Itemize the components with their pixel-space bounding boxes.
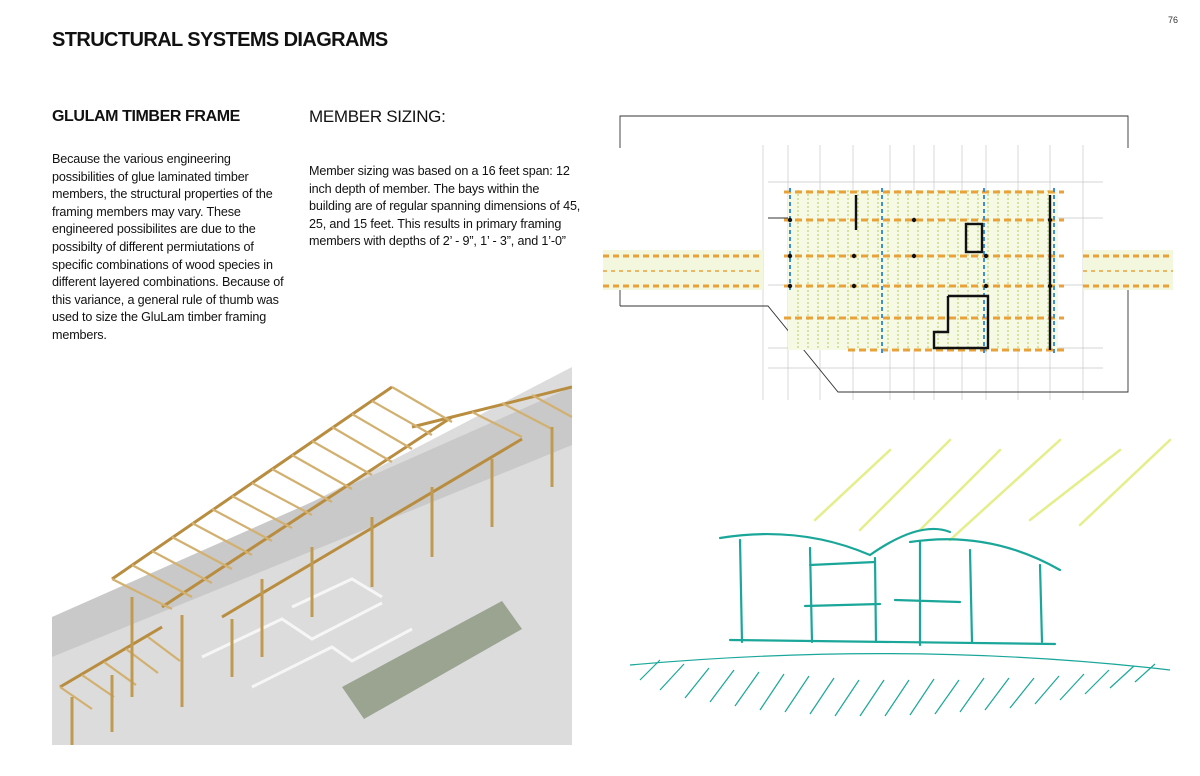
framing-plan-diagram — [603, 115, 1173, 400]
glulam-heading: GLULAM TIMBER FRAME — [52, 108, 240, 125]
sun-rays — [813, 438, 1172, 542]
timber-frame-axonometric — [52, 367, 572, 745]
axon-columns — [70, 427, 554, 745]
ground-hatching — [629, 653, 1171, 717]
page-number: 76 — [1168, 15, 1179, 25]
glulam-paragraph: Because the various engineering possibil… — [52, 152, 284, 342]
axon-ramp — [342, 601, 522, 719]
hand-sketch-section — [629, 438, 1172, 717]
section-frame — [718, 527, 1062, 647]
axon-ground-band — [52, 387, 572, 657]
page-title: STRUCTURAL SYSTEMS DIAGRAMS — [52, 29, 388, 51]
member-sizing-heading: MEMBER SIZING: — [309, 107, 446, 126]
member-sizing-paragraph: Member sizing was based on a 16 feet spa… — [309, 164, 581, 249]
plan-extension-left — [603, 250, 763, 290]
axon-roof-rafters — [59, 386, 572, 710]
plan-extension-right — [1083, 250, 1173, 290]
plan-core-framing — [784, 188, 1064, 354]
